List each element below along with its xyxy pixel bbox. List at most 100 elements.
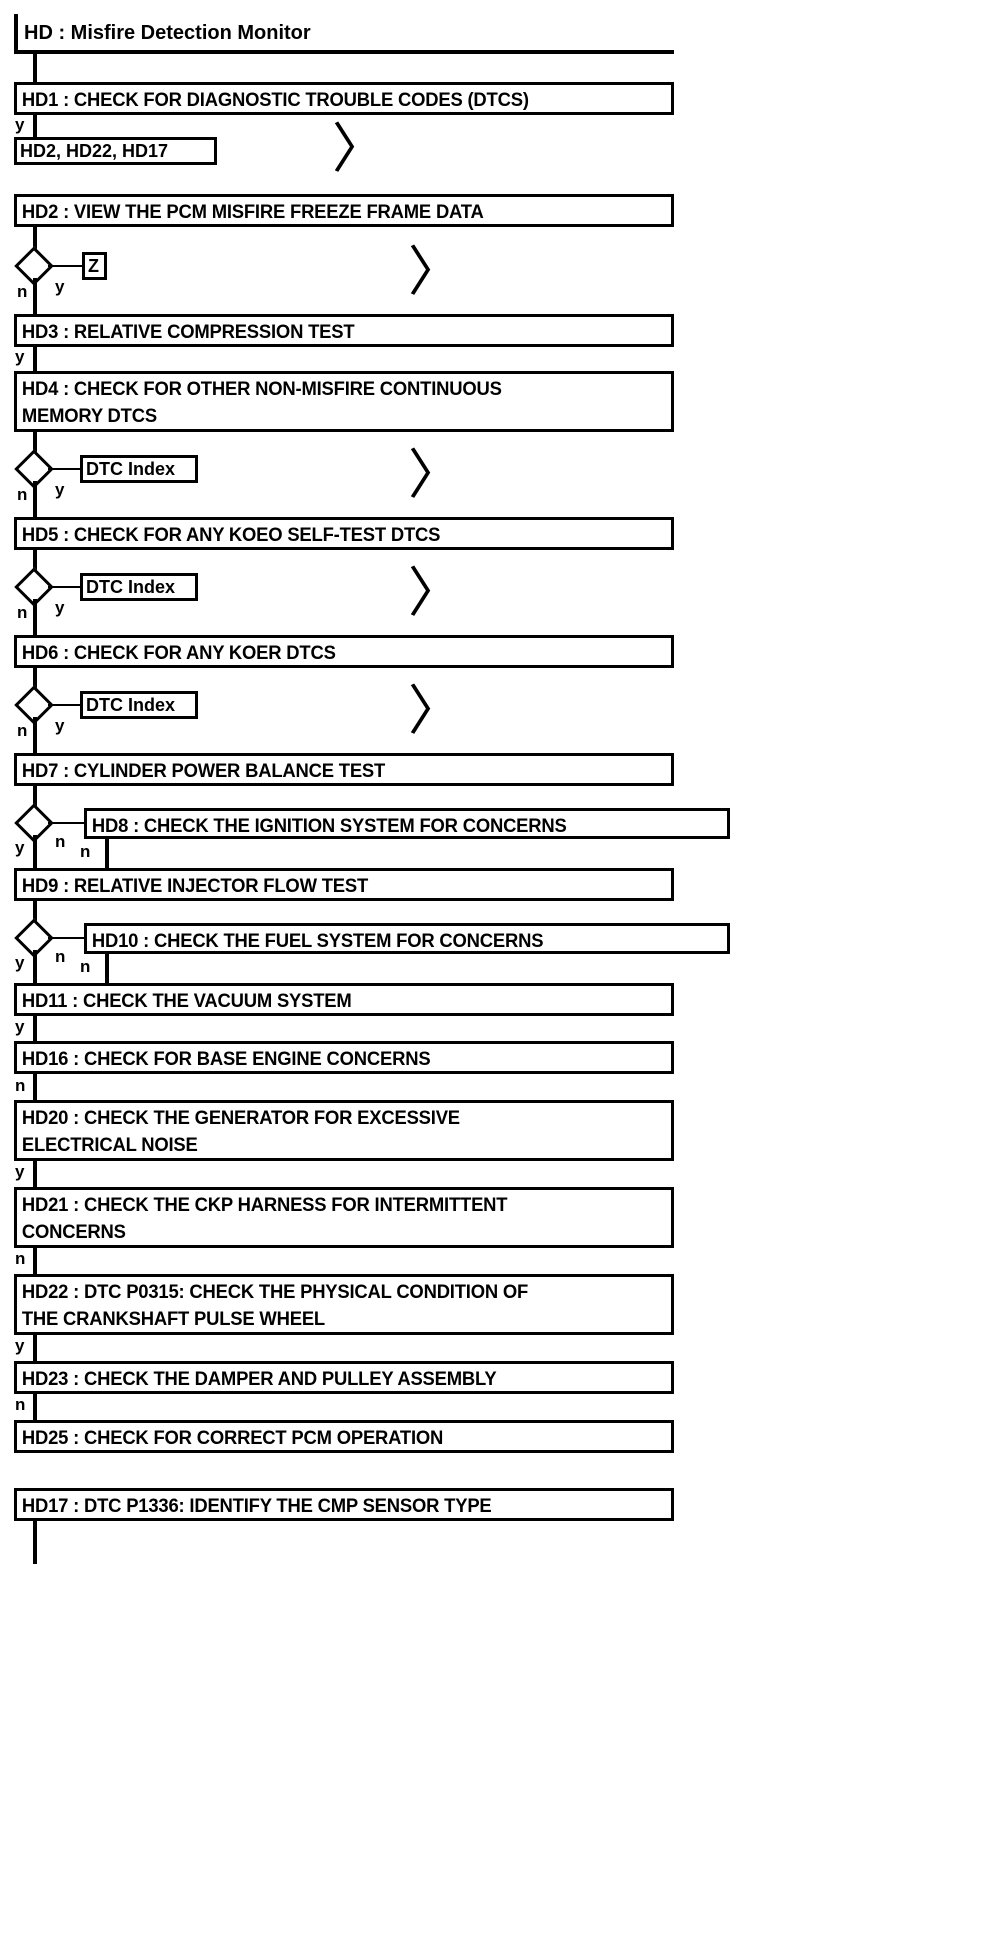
ref-label-dtc-index-3: DTC Index [86, 695, 176, 715]
edge-label-hd2-no: n [17, 282, 28, 301]
step-label-hd10: HD10 : CHECK THE FUEL SYSTEM FOR CONCERN… [91, 931, 544, 952]
page-title: HD : Misfire Detection Monitor [24, 22, 311, 44]
edge-label-hd4-yes: y [55, 480, 65, 499]
edge-label-hd7-yes: y [15, 838, 25, 857]
ref-box-dtc-index-3[interactable]: DTC Index [80, 691, 198, 719]
step-label-hd1: HD1 : CHECK FOR DIAGNOSTIC TROUBLE CODES… [21, 90, 529, 111]
edge-label-hd2-yes: y [55, 277, 65, 296]
step-label-hd4: HD4 : CHECK FOR OTHER NON-MISFIRE CONTIN… [21, 379, 502, 427]
step-label-hd11: HD11 : CHECK THE VACUUM SYSTEM [21, 991, 352, 1012]
ref-label-z: Z [88, 256, 99, 276]
connector-hd23-hd25 [33, 1394, 37, 1420]
ref-box-dtc-index-1[interactable]: DTC Index [80, 455, 198, 483]
connector-hd6-no-down [33, 717, 37, 753]
edge-label-hd21-no: n [15, 1249, 26, 1268]
ref-label-dtc-index-2: DTC Index [86, 577, 176, 597]
connector-hd5-yes [48, 586, 82, 588]
connector-hd4-no-down [33, 481, 37, 517]
edge-label-hd11-yes: y [15, 1017, 25, 1036]
step-label-hd16: HD16 : CHECK FOR BASE ENGINE CONCERNS [21, 1049, 431, 1070]
step-label-hd5: HD5 : CHECK FOR ANY KOEO SELF-TEST DTCS [21, 525, 441, 546]
connector-hd17-down [33, 1521, 37, 1564]
connector-hd5-decision [33, 550, 37, 574]
diagram-title-box: HD : Misfire Detection Monitor [14, 14, 674, 54]
connector-hd7-yes-down [33, 835, 37, 868]
ref-label-dtc-index-1: DTC Index [86, 459, 176, 479]
offpage-marker-icon-5: 〉 [408, 681, 462, 741]
step-label-hd23: HD23 : CHECK THE DAMPER AND PULLEY ASSEM… [21, 1369, 497, 1390]
offpage-marker-icon-3: 〉 [408, 445, 462, 505]
connector-hd4-yes [48, 468, 82, 470]
step-label-hd20: HD20 : CHECK THE GENERATOR FOR EXCESSIVE… [21, 1108, 460, 1156]
edge-label-hd20-yes: y [15, 1162, 25, 1181]
connector-hd21-hd22 [33, 1248, 37, 1274]
step-label-hd3: HD3 : RELATIVE COMPRESSION TEST [21, 322, 355, 343]
ref-box-z[interactable]: Z [82, 252, 107, 280]
step-box-hd5[interactable]: HD5 : CHECK FOR ANY KOEO SELF-TEST DTCS [14, 517, 674, 550]
edge-label-hd7-no: n [55, 832, 66, 851]
connector-hd2-no-down [33, 278, 37, 314]
connector-hd4-decision [33, 432, 37, 456]
step-box-hd8[interactable]: HD8 : CHECK THE IGNITION SYSTEM FOR CONC… [84, 808, 730, 839]
edge-label-hd5-no: n [17, 603, 28, 622]
edge-label-hd23-no: n [15, 1395, 26, 1414]
edge-label-hd1-yes: y [15, 115, 25, 134]
step-box-hd4[interactable]: HD4 : CHECK FOR OTHER NON-MISFIRE CONTIN… [14, 371, 674, 432]
step-label-hd7: HD7 : CYLINDER POWER BALANCE TEST [21, 761, 386, 782]
step-box-hd7[interactable]: HD7 : CYLINDER POWER BALANCE TEST [14, 753, 674, 786]
ref-box-hd2-hd22-hd17[interactable]: HD2, HD22, HD17 [14, 137, 217, 165]
connector-hd6-yes [48, 704, 82, 706]
connector-hd9-yes-down [33, 950, 37, 983]
connector-hd10-no-down [105, 954, 109, 983]
edge-label-hd8-no: n [80, 842, 91, 861]
step-box-hd2[interactable]: HD2 : VIEW THE PCM MISFIRE FREEZE FRAME … [14, 194, 674, 227]
edge-label-hd10-no: n [80, 957, 91, 976]
step-box-hd20[interactable]: HD20 : CHECK THE GENERATOR FOR EXCESSIVE… [14, 1100, 674, 1161]
step-label-hd2: HD2 : VIEW THE PCM MISFIRE FREEZE FRAME … [21, 202, 484, 223]
edge-label-hd9-no: n [55, 947, 66, 966]
step-label-hd9: HD9 : RELATIVE INJECTOR FLOW TEST [21, 876, 369, 897]
connector-hd5-no-down [33, 599, 37, 635]
offpage-marker-icon-1: 〉 [332, 119, 386, 179]
connector-hd9-no [48, 937, 84, 939]
connector-hd8-no-down [105, 839, 109, 868]
edge-label-hd4-no: n [17, 485, 28, 504]
connector-hd9-decision [33, 901, 37, 924]
step-box-hd9[interactable]: HD9 : RELATIVE INJECTOR FLOW TEST [14, 868, 674, 901]
edge-label-hd6-no: n [17, 721, 28, 740]
step-label-hd8: HD8 : CHECK THE IGNITION SYSTEM FOR CONC… [91, 816, 567, 837]
offpage-marker-icon-4: 〉 [408, 563, 462, 623]
step-label-hd22: HD22 : DTC P0315: CHECK THE PHYSICAL CON… [21, 1282, 529, 1330]
step-label-hd21: HD21 : CHECK THE CKP HARNESS FOR INTERMI… [21, 1195, 508, 1243]
connector-hd6-decision [33, 668, 37, 692]
step-label-hd6: HD6 : CHECK FOR ANY KOER DTCS [21, 643, 336, 664]
step-box-hd17[interactable]: HD17 : DTC P1336: IDENTIFY THE CMP SENSO… [14, 1488, 674, 1521]
connector-hd11-hd16 [33, 1016, 37, 1041]
edge-label-hd5-yes: y [55, 598, 65, 617]
step-label-hd17: HD17 : DTC P1336: IDENTIFY THE CMP SENSO… [21, 1496, 492, 1517]
step-box-hd11[interactable]: HD11 : CHECK THE VACUUM SYSTEM [14, 983, 674, 1016]
edge-label-hd22-yes: y [15, 1336, 25, 1355]
connector-hd20-hd21 [33, 1161, 37, 1187]
ref-box-dtc-index-2[interactable]: DTC Index [80, 573, 198, 601]
step-box-hd10[interactable]: HD10 : CHECK THE FUEL SYSTEM FOR CONCERN… [84, 923, 730, 954]
ref-label-hd2-hd22-hd17: HD2, HD22, HD17 [20, 141, 169, 161]
step-label-hd25: HD25 : CHECK FOR CORRECT PCM OPERATION [21, 1428, 444, 1449]
connector-title-hd1 [33, 54, 37, 82]
edge-label-hd6-yes: y [55, 716, 65, 735]
step-box-hd23[interactable]: HD23 : CHECK THE DAMPER AND PULLEY ASSEM… [14, 1361, 674, 1394]
connector-hd3-hd4 [33, 347, 37, 371]
step-box-hd22[interactable]: HD22 : DTC P0315: CHECK THE PHYSICAL CON… [14, 1274, 674, 1335]
edge-label-hd16-no: n [15, 1076, 26, 1095]
step-box-hd25[interactable]: HD25 : CHECK FOR CORRECT PCM OPERATION [14, 1420, 674, 1453]
step-box-hd21[interactable]: HD21 : CHECK THE CKP HARNESS FOR INTERMI… [14, 1187, 674, 1248]
step-box-hd1[interactable]: HD1 : CHECK FOR DIAGNOSTIC TROUBLE CODES… [14, 82, 674, 115]
step-box-hd16[interactable]: HD16 : CHECK FOR BASE ENGINE CONCERNS [14, 1041, 674, 1074]
connector-hd1-ref [33, 115, 37, 137]
step-box-hd6[interactable]: HD6 : CHECK FOR ANY KOER DTCS [14, 635, 674, 668]
connector-hd22-hd23 [33, 1335, 37, 1361]
step-box-hd3[interactable]: HD3 : RELATIVE COMPRESSION TEST [14, 314, 674, 347]
edge-label-hd9-yes: y [15, 953, 25, 972]
edge-label-hd3-yes: y [15, 347, 25, 366]
